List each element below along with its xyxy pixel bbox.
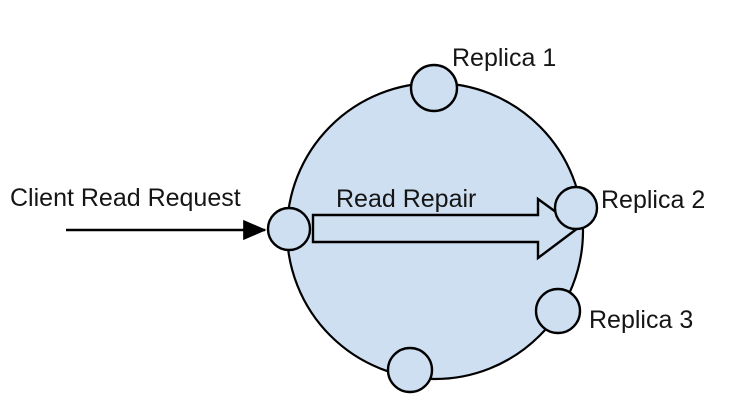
replica-3-label: Replica 3: [589, 306, 693, 334]
replica-2-label: Replica 2: [601, 186, 705, 214]
replica-node-bottom[interactable]: [386, 346, 434, 394]
replica-1-label: Replica 1: [452, 44, 556, 72]
replica-node-1[interactable]: [409, 63, 459, 113]
read-repair-block-arrow: [311, 196, 581, 261]
replica-node-2[interactable]: [553, 185, 599, 231]
replica-node-3[interactable]: [534, 287, 582, 335]
read-repair-label: Read Repair: [336, 185, 476, 213]
client-read-request-label: Client Read Request: [10, 184, 241, 212]
coordinator-node[interactable]: [266, 206, 312, 252]
